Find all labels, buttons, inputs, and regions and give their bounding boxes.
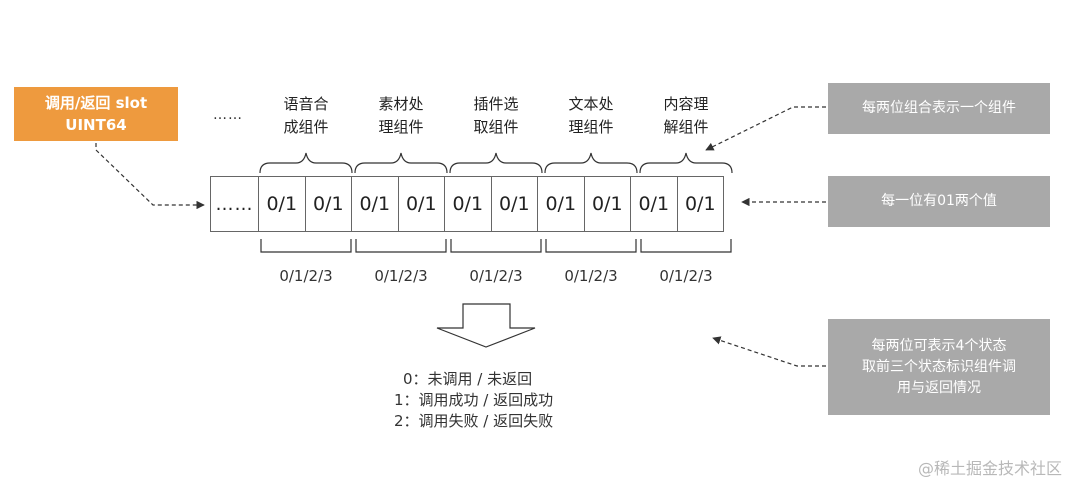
range-label: 0/1/2/3 bbox=[659, 267, 713, 285]
brace bbox=[639, 152, 733, 174]
watermark: @稀土掘金技术社区 bbox=[917, 459, 1062, 478]
component-label-line: 解组件 bbox=[663, 118, 709, 136]
legend-line: 1：调用成功 / 返回成功 bbox=[394, 391, 554, 409]
component-label-line: 文本处 bbox=[568, 95, 614, 113]
brace bbox=[449, 152, 543, 174]
component-label-4: 内容理 解组件 bbox=[638, 93, 734, 139]
component-label-line: 语音合 bbox=[283, 95, 329, 113]
bottom-brackets bbox=[260, 239, 732, 253]
component-label-1: 素材处 理组件 bbox=[353, 93, 449, 139]
range-label: 0/1/2/3 bbox=[374, 267, 428, 285]
slot-box: 调用/返回 slot UINT64 bbox=[14, 87, 178, 141]
component-label-3: 文本处 理组件 bbox=[543, 93, 639, 139]
dashed-arrow-slot bbox=[95, 143, 205, 210]
down-arrow bbox=[436, 303, 536, 348]
ellipsis-top: …… bbox=[213, 107, 243, 123]
note-states-line: 取前三个状态标识组件调 bbox=[862, 358, 1016, 375]
component-label-2: 插件选 取组件 bbox=[448, 93, 544, 139]
slot-box-title: 调用/返回 slot bbox=[44, 94, 148, 112]
range-label: 0/1/2/3 bbox=[564, 267, 618, 285]
range-label: 0/1/2/3 bbox=[279, 267, 333, 285]
brace bbox=[544, 152, 638, 174]
note-states-line: 每两位可表示4个状态 bbox=[871, 337, 1007, 354]
bit-cell: 0/1 bbox=[676, 176, 724, 232]
component-label-0: 语音合 成组件 bbox=[258, 93, 354, 139]
top-braces bbox=[259, 152, 733, 174]
brace bbox=[354, 152, 448, 174]
bracket bbox=[545, 239, 637, 253]
dashed-arrow-states bbox=[712, 336, 826, 367]
brace bbox=[259, 152, 353, 174]
note-states-line: 用与返回情况 bbox=[897, 379, 981, 396]
component-label-line: 插件选 bbox=[473, 95, 519, 113]
bracket bbox=[450, 239, 542, 253]
component-label-line: 素材处 bbox=[378, 95, 424, 113]
component-label-line: 成组件 bbox=[283, 118, 329, 136]
component-label-line: 理组件 bbox=[378, 118, 424, 136]
component-label-line: 理组件 bbox=[568, 118, 614, 136]
bit-row: …… 0/1 0/1 0/1 0/1 0/1 0/1 0/1 0/1 0/1 0… bbox=[210, 176, 724, 232]
slot-box-type: UINT64 bbox=[65, 116, 127, 134]
bracket bbox=[260, 239, 352, 253]
note-two-bits: 每两位组合表示一个组件 bbox=[828, 83, 1050, 134]
bracket bbox=[355, 239, 447, 253]
bracket bbox=[640, 239, 732, 253]
note-two-bits-text: 每两位组合表示一个组件 bbox=[862, 100, 1016, 116]
state-legend: 0：未调用 / 未返回 1：调用成功 / 返回成功 2：调用失败 / 返回失败 bbox=[380, 369, 580, 432]
legend-line: 2：调用失败 / 返回失败 bbox=[394, 412, 554, 430]
range-label: 0/1/2/3 bbox=[469, 267, 523, 285]
legend-line: 0：未调用 / 未返回 bbox=[403, 370, 533, 388]
note-one-bit: 每一位有01两个值 bbox=[828, 176, 1050, 227]
component-label-line: 内容理 bbox=[663, 95, 709, 113]
note-states: 每两位可表示4个状态 取前三个状态标识组件调 用与返回情况 bbox=[828, 319, 1050, 415]
dashed-arrow-two-bits bbox=[705, 106, 826, 151]
component-label-line: 取组件 bbox=[473, 118, 519, 136]
note-one-bit-text: 每一位有01两个值 bbox=[881, 193, 997, 209]
